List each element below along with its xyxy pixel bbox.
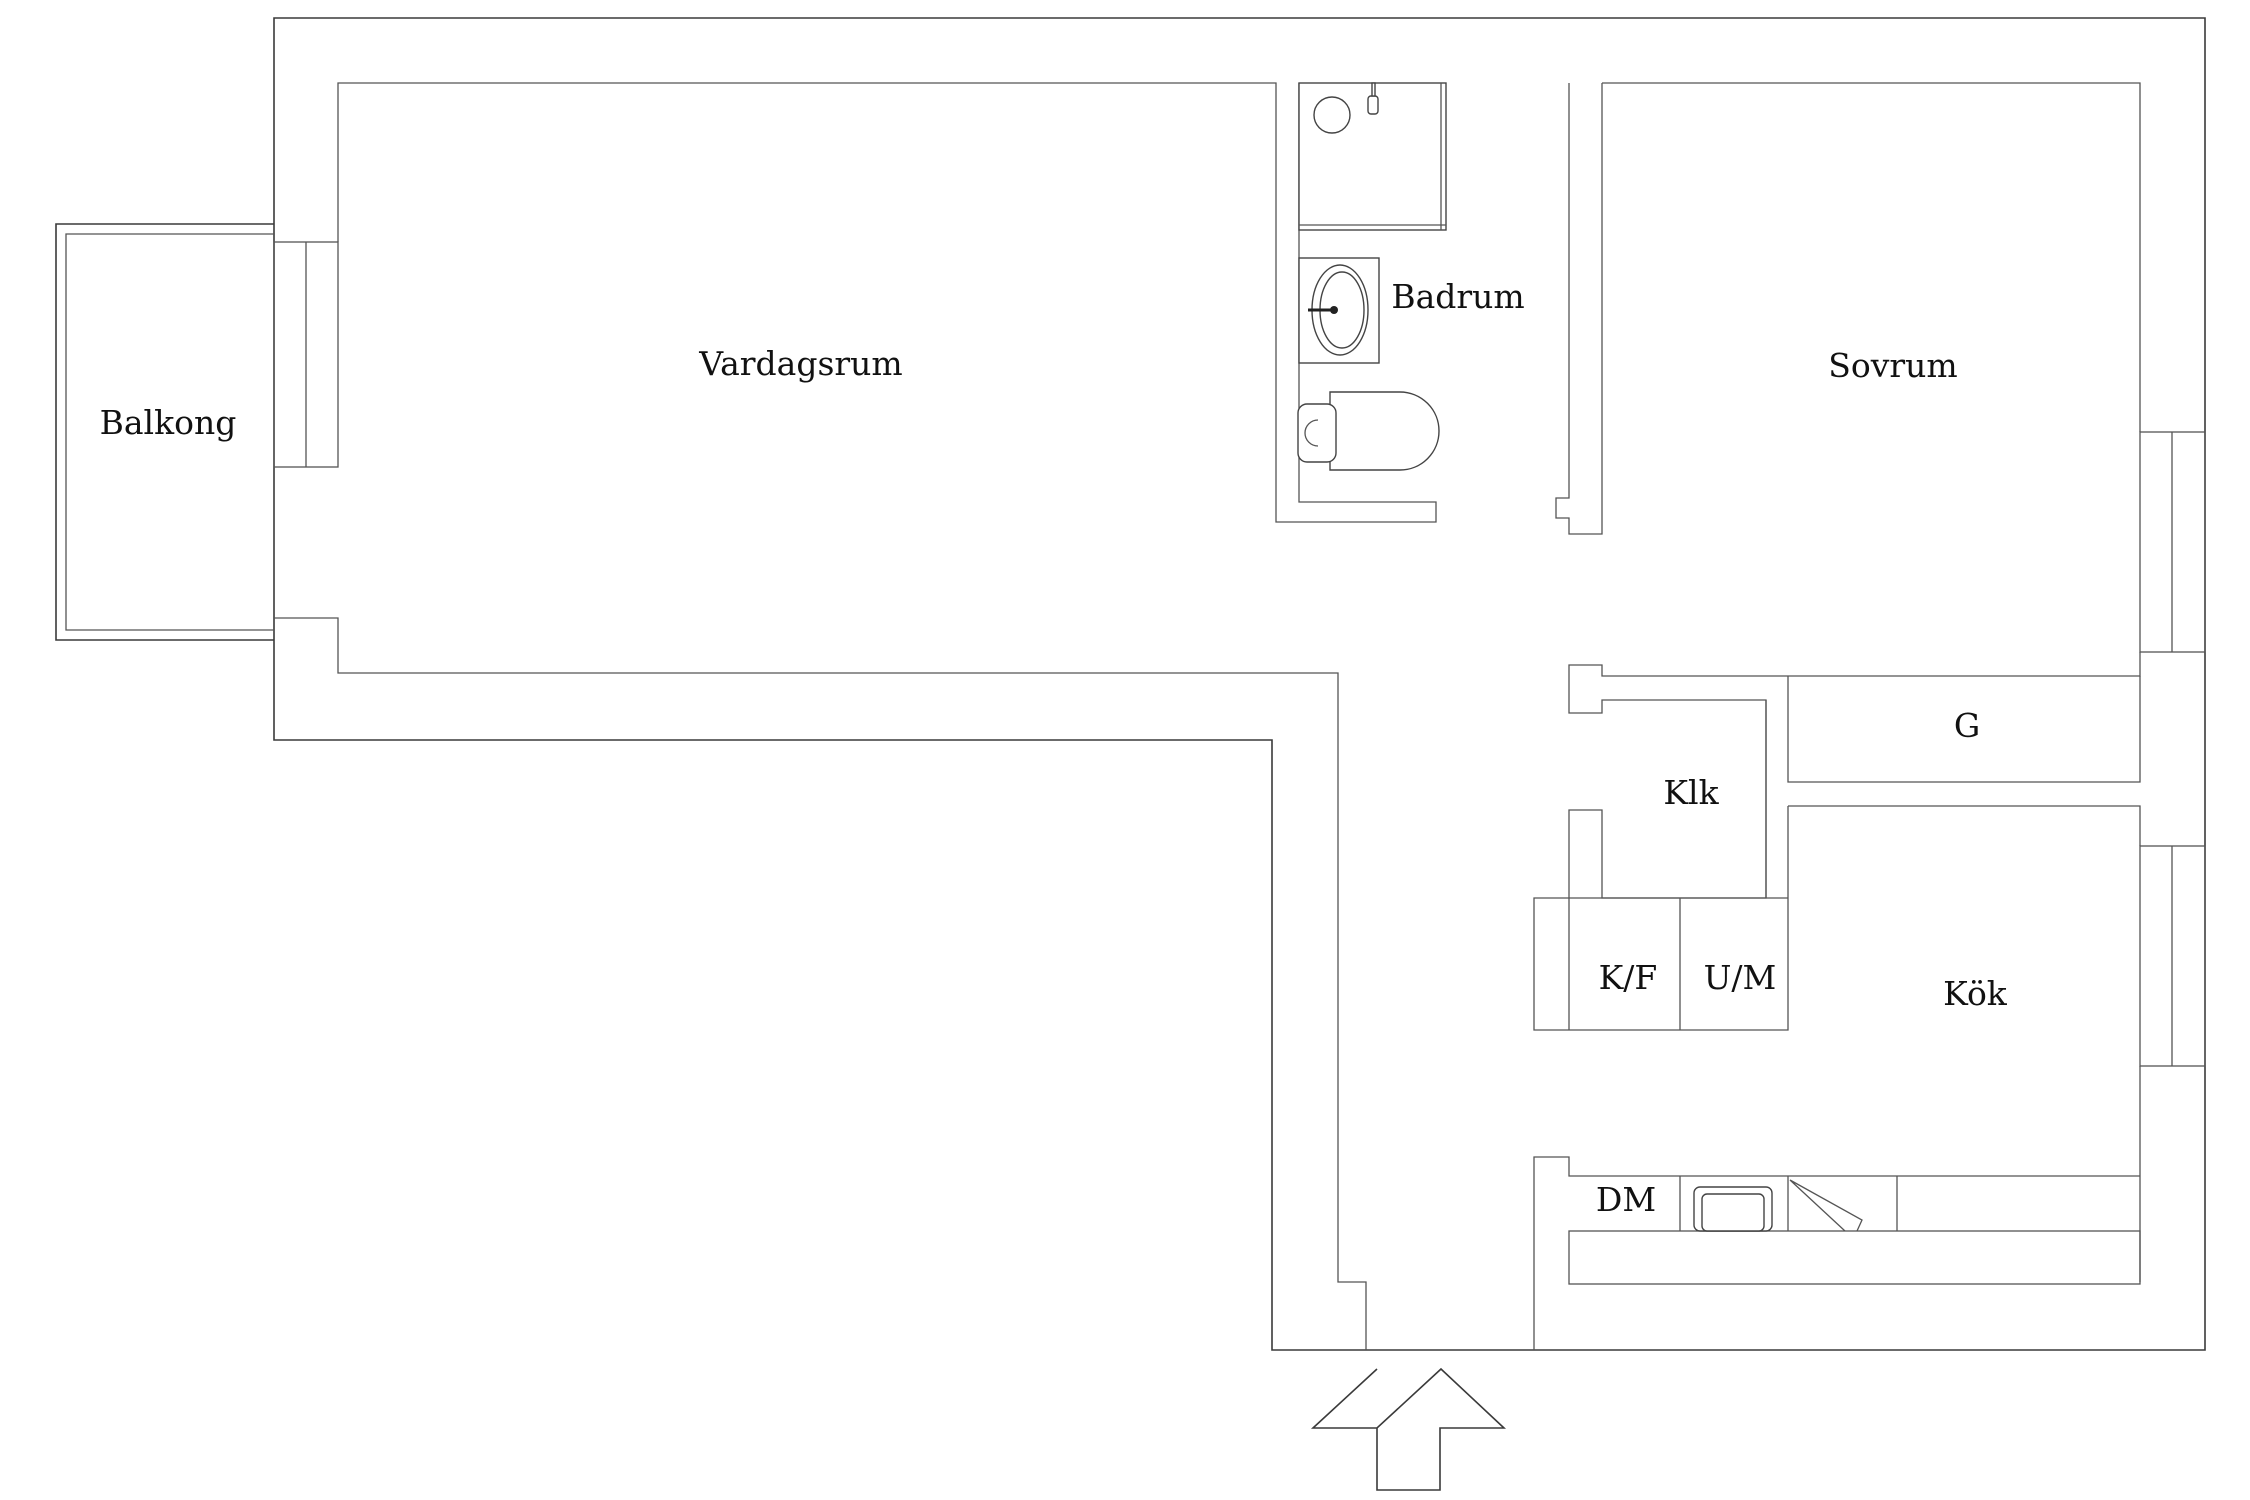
oven-microwave-label: U/M: [1704, 958, 1777, 997]
window-east-bedroom: [2139, 431, 2206, 653]
toilet-icon: [1297, 391, 1440, 471]
outer-wall: [273, 17, 2206, 1351]
sink-icon: [1298, 257, 1380, 364]
bedroom-label: Sovrum: [1828, 346, 1957, 385]
dishwasher-label: DM: [1596, 1180, 1656, 1219]
closet-walls: [1568, 700, 1767, 899]
wardrobe-label: G: [1954, 706, 1980, 745]
kitchen-sink-icon: [1693, 1186, 1773, 1232]
window-west: [273, 241, 339, 468]
balcony-label: Balkong: [100, 403, 237, 442]
living-room-lower-wall: [274, 617, 1367, 1350]
stove-icon: [1789, 1179, 1863, 1232]
bathroom-label: Badrum: [1391, 277, 1524, 316]
shower-icon: [1298, 82, 1447, 231]
closet-label: Klk: [1663, 773, 1719, 812]
appliance-cabinets: [1533, 806, 1789, 1031]
living-room-label: Vardagsrum: [698, 344, 902, 383]
kitchen-counter: [1533, 1156, 2141, 1350]
balcony: [55, 223, 274, 641]
living-room-walls: [337, 82, 1437, 523]
window-east-kitchen: [2139, 845, 2206, 1067]
kitchen-label: Kök: [1943, 974, 2008, 1013]
fridge-freezer-label: K/F: [1599, 958, 1658, 997]
entrance-arrow-icon: [1310, 1367, 1507, 1491]
bedroom-walls: [1568, 82, 2141, 898]
bathroom-wall-right: [1555, 83, 1603, 535]
